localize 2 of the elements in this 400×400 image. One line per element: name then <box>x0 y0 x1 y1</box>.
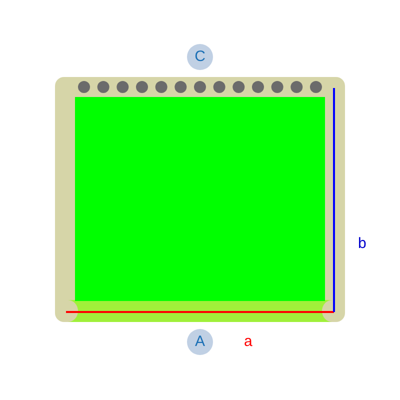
dimension-label: a <box>244 332 252 352</box>
dimension-label: b <box>358 234 366 254</box>
